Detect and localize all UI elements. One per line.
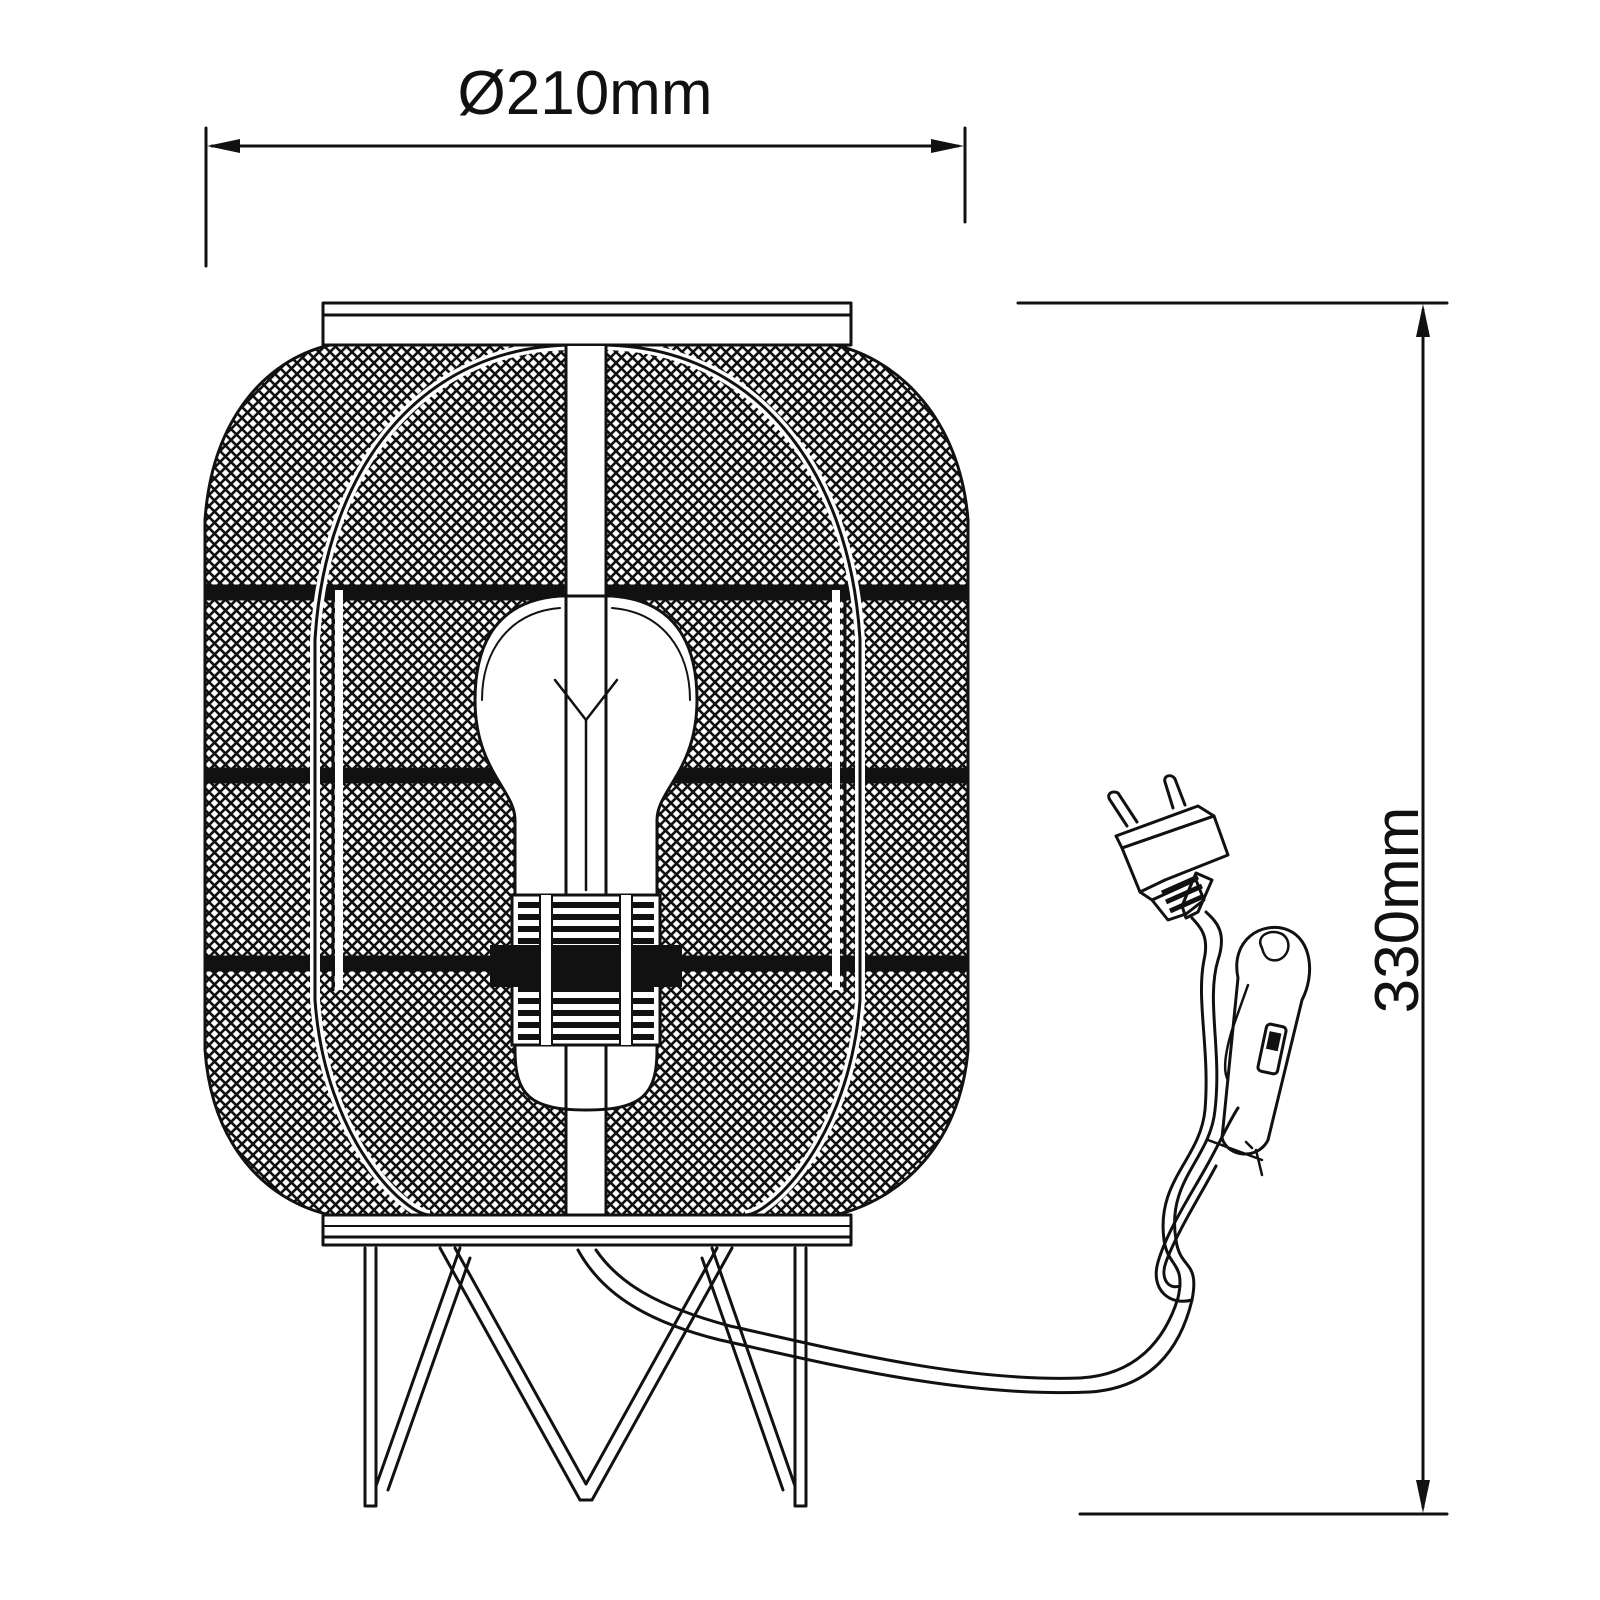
height-label: 330mm (1363, 807, 1432, 1014)
table-lamp (203, 301, 1312, 1508)
power-cord (576, 910, 1264, 1395)
height-dimension: 330mm (1016, 301, 1449, 1516)
inline-switch (1220, 925, 1312, 1156)
wire-legs (363, 1246, 808, 1508)
width-label: Ø210mm (458, 59, 713, 128)
width-dimension: Ø210mm (204, 59, 967, 268)
power-plug (1107, 774, 1230, 922)
bottom-rim (321, 1213, 853, 1247)
lamp-socket (490, 893, 682, 1047)
top-rim (321, 301, 853, 347)
